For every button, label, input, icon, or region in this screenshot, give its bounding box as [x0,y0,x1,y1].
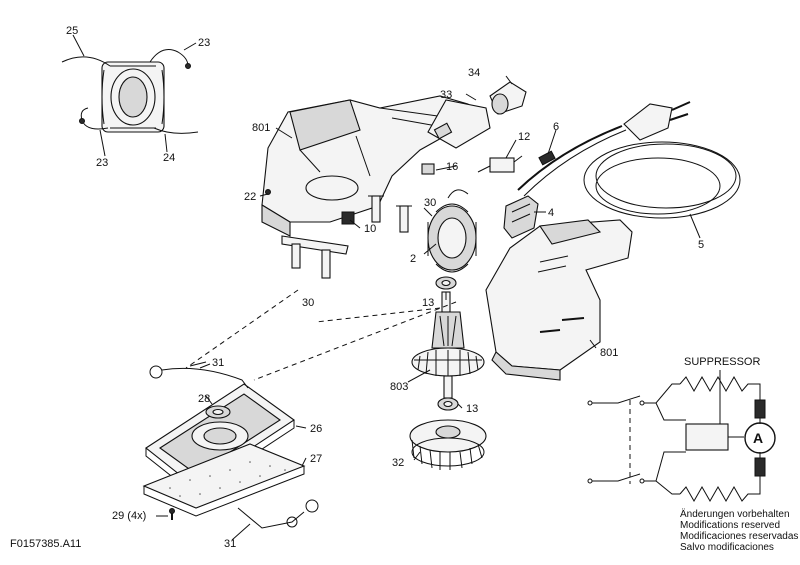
label-6: 6 [553,121,559,133]
label-5: 5 [698,239,704,251]
label-29: 29 (4x) [112,510,146,522]
part-labels: 25 23 23 24 801 22 34 33 12 6 16 30 4 10… [66,25,704,550]
mains-cable-5-6 [517,101,741,219]
fan-32 [409,419,487,470]
label-23-bottom: 23 [96,157,108,169]
clamp-spring-31-lower [237,499,319,529]
label-12: 12 [518,131,530,143]
bearing-13-lower [437,397,459,411]
housing-half-right [485,219,633,381]
label-32: 32 [392,457,404,469]
label-2: 2 [410,253,416,265]
clamp-spring-31-upper [149,361,249,389]
label-25: 25 [66,25,78,37]
leader-lines [156,75,701,541]
suppressor-circuit: SUPPRESSOR A [587,356,776,503]
stator-2 [427,189,477,273]
assembly-lines [185,289,457,381]
motor-symbol: A [753,430,763,446]
sanding-pad-27 [142,443,306,517]
suppressor-12 [477,155,523,173]
terminal-block-4 [503,195,539,239]
switch-cap-34 [489,81,527,115]
bearing-28 [205,405,231,419]
label-31-upper: 31 [212,357,224,369]
label-803: 803 [390,381,408,393]
brush-holder-16 [421,163,435,175]
label-801-lower: 801 [600,347,618,359]
label-22: 22 [244,191,256,203]
brushes-30-upper [368,195,412,233]
brushes-30-lower [281,235,349,279]
label-13-upper: 13 [422,297,434,309]
modification-notice: Änderungen vorbehalten Modifications res… [680,508,798,553]
wire-23-top [149,49,189,67]
suppressor-title: SUPPRESSOR [684,356,760,368]
wire-25 [61,56,111,67]
label-23-top: 23 [198,37,210,49]
stator-inset [61,34,199,157]
notice-line-1: Änderungen vorbehalten [680,508,790,520]
label-30-upper: 30 [424,197,436,209]
armature-803 [411,291,485,399]
label-801-upper: 801 [252,122,270,134]
bearing-13-upper [435,276,457,290]
notice-line-2: Modifications reserved [680,520,780,531]
screw-29 [169,508,175,520]
label-31-lower: 31 [224,538,236,550]
label-27: 27 [310,453,322,465]
label-16: 16 [446,161,458,173]
switch-33 [427,99,491,149]
drawing-code: F0157385.A11 [10,538,81,550]
notice-line-4: Salvo modificaciones [680,542,774,553]
screw-22 [265,189,271,195]
housing-half-left [261,95,471,237]
wire-24 [153,127,199,134]
label-10: 10 [364,223,376,235]
label-28: 28 [198,393,210,405]
label-26: 26 [310,423,322,435]
label-30-lower: 30 [302,297,314,309]
label-34: 34 [468,67,480,79]
notice-line-3: Modificaciones reservadas [680,531,798,542]
label-33: 33 [440,89,452,101]
label-13-lower: 13 [466,403,478,415]
label-4: 4 [548,207,554,219]
label-24: 24 [163,152,175,164]
